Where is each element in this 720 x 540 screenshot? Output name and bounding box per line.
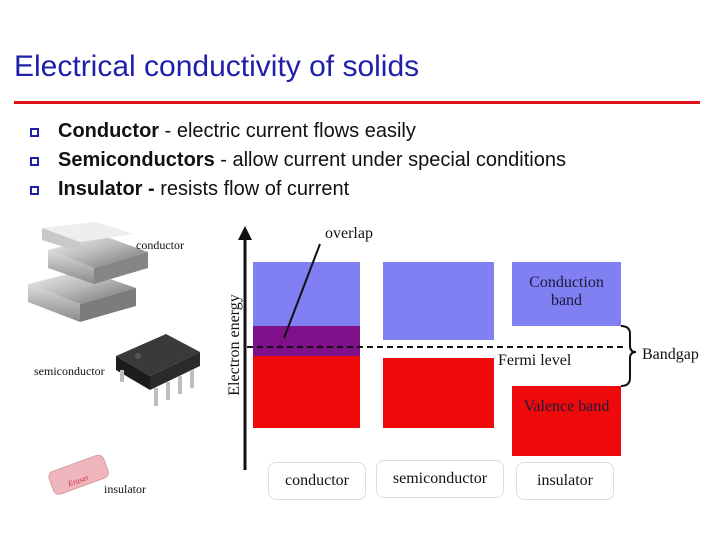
semiconductor-conduction-band	[383, 262, 494, 340]
column-label-conductor: conductor	[268, 462, 366, 500]
valence-band-label: Valence band	[523, 398, 610, 415]
column-label-insulator: insulator	[516, 462, 614, 500]
conductor-valence-band	[253, 356, 360, 428]
metal-bars-image	[28, 222, 148, 322]
bullet-term: Conductor	[58, 120, 160, 142]
insulator-image-label: insulator	[104, 482, 146, 496]
conductor-image-label: conductor	[136, 238, 184, 252]
bullet-text: - electric current flows easily	[159, 120, 416, 142]
bullet-text: - allow current under special conditions	[214, 149, 566, 171]
overlap-label: overlap	[325, 225, 373, 242]
conductor-conduction-band	[253, 262, 360, 326]
overlap-pointer	[283, 243, 321, 339]
title-rule	[14, 101, 700, 104]
insulator-valence-band	[512, 386, 621, 456]
band-diagram	[238, 226, 637, 470]
conductor-overlap-band	[253, 326, 360, 356]
bandgap-brace-icon	[620, 325, 637, 387]
insulator-conduction-band	[512, 262, 621, 326]
bullet-term: Insulator -	[58, 178, 155, 200]
column-label-semiconductor: semiconductor	[376, 460, 504, 498]
bullet-square-icon	[30, 157, 39, 166]
semiconductor-image-label: semiconductor	[34, 364, 105, 378]
axis-arrow-icon	[238, 226, 252, 240]
eraser-image: Eraser	[48, 455, 109, 495]
bullet-square-icon	[30, 186, 39, 195]
fermi-level-label: Fermi level	[498, 352, 572, 369]
bandgap-label: Bandgap	[642, 346, 699, 363]
slide-title: Electrical conductivity of solids	[14, 50, 420, 83]
bullet-square-icon	[30, 128, 39, 137]
semiconductor-valence-band	[383, 358, 494, 428]
ic-chip-image	[116, 334, 200, 406]
conduction-band-label: Conduction band	[529, 274, 604, 309]
bullet-term: Semiconductors	[58, 149, 215, 171]
bullet-text: resists flow of current	[154, 178, 350, 200]
electron-energy-axis-label: Electron energy	[226, 294, 243, 396]
